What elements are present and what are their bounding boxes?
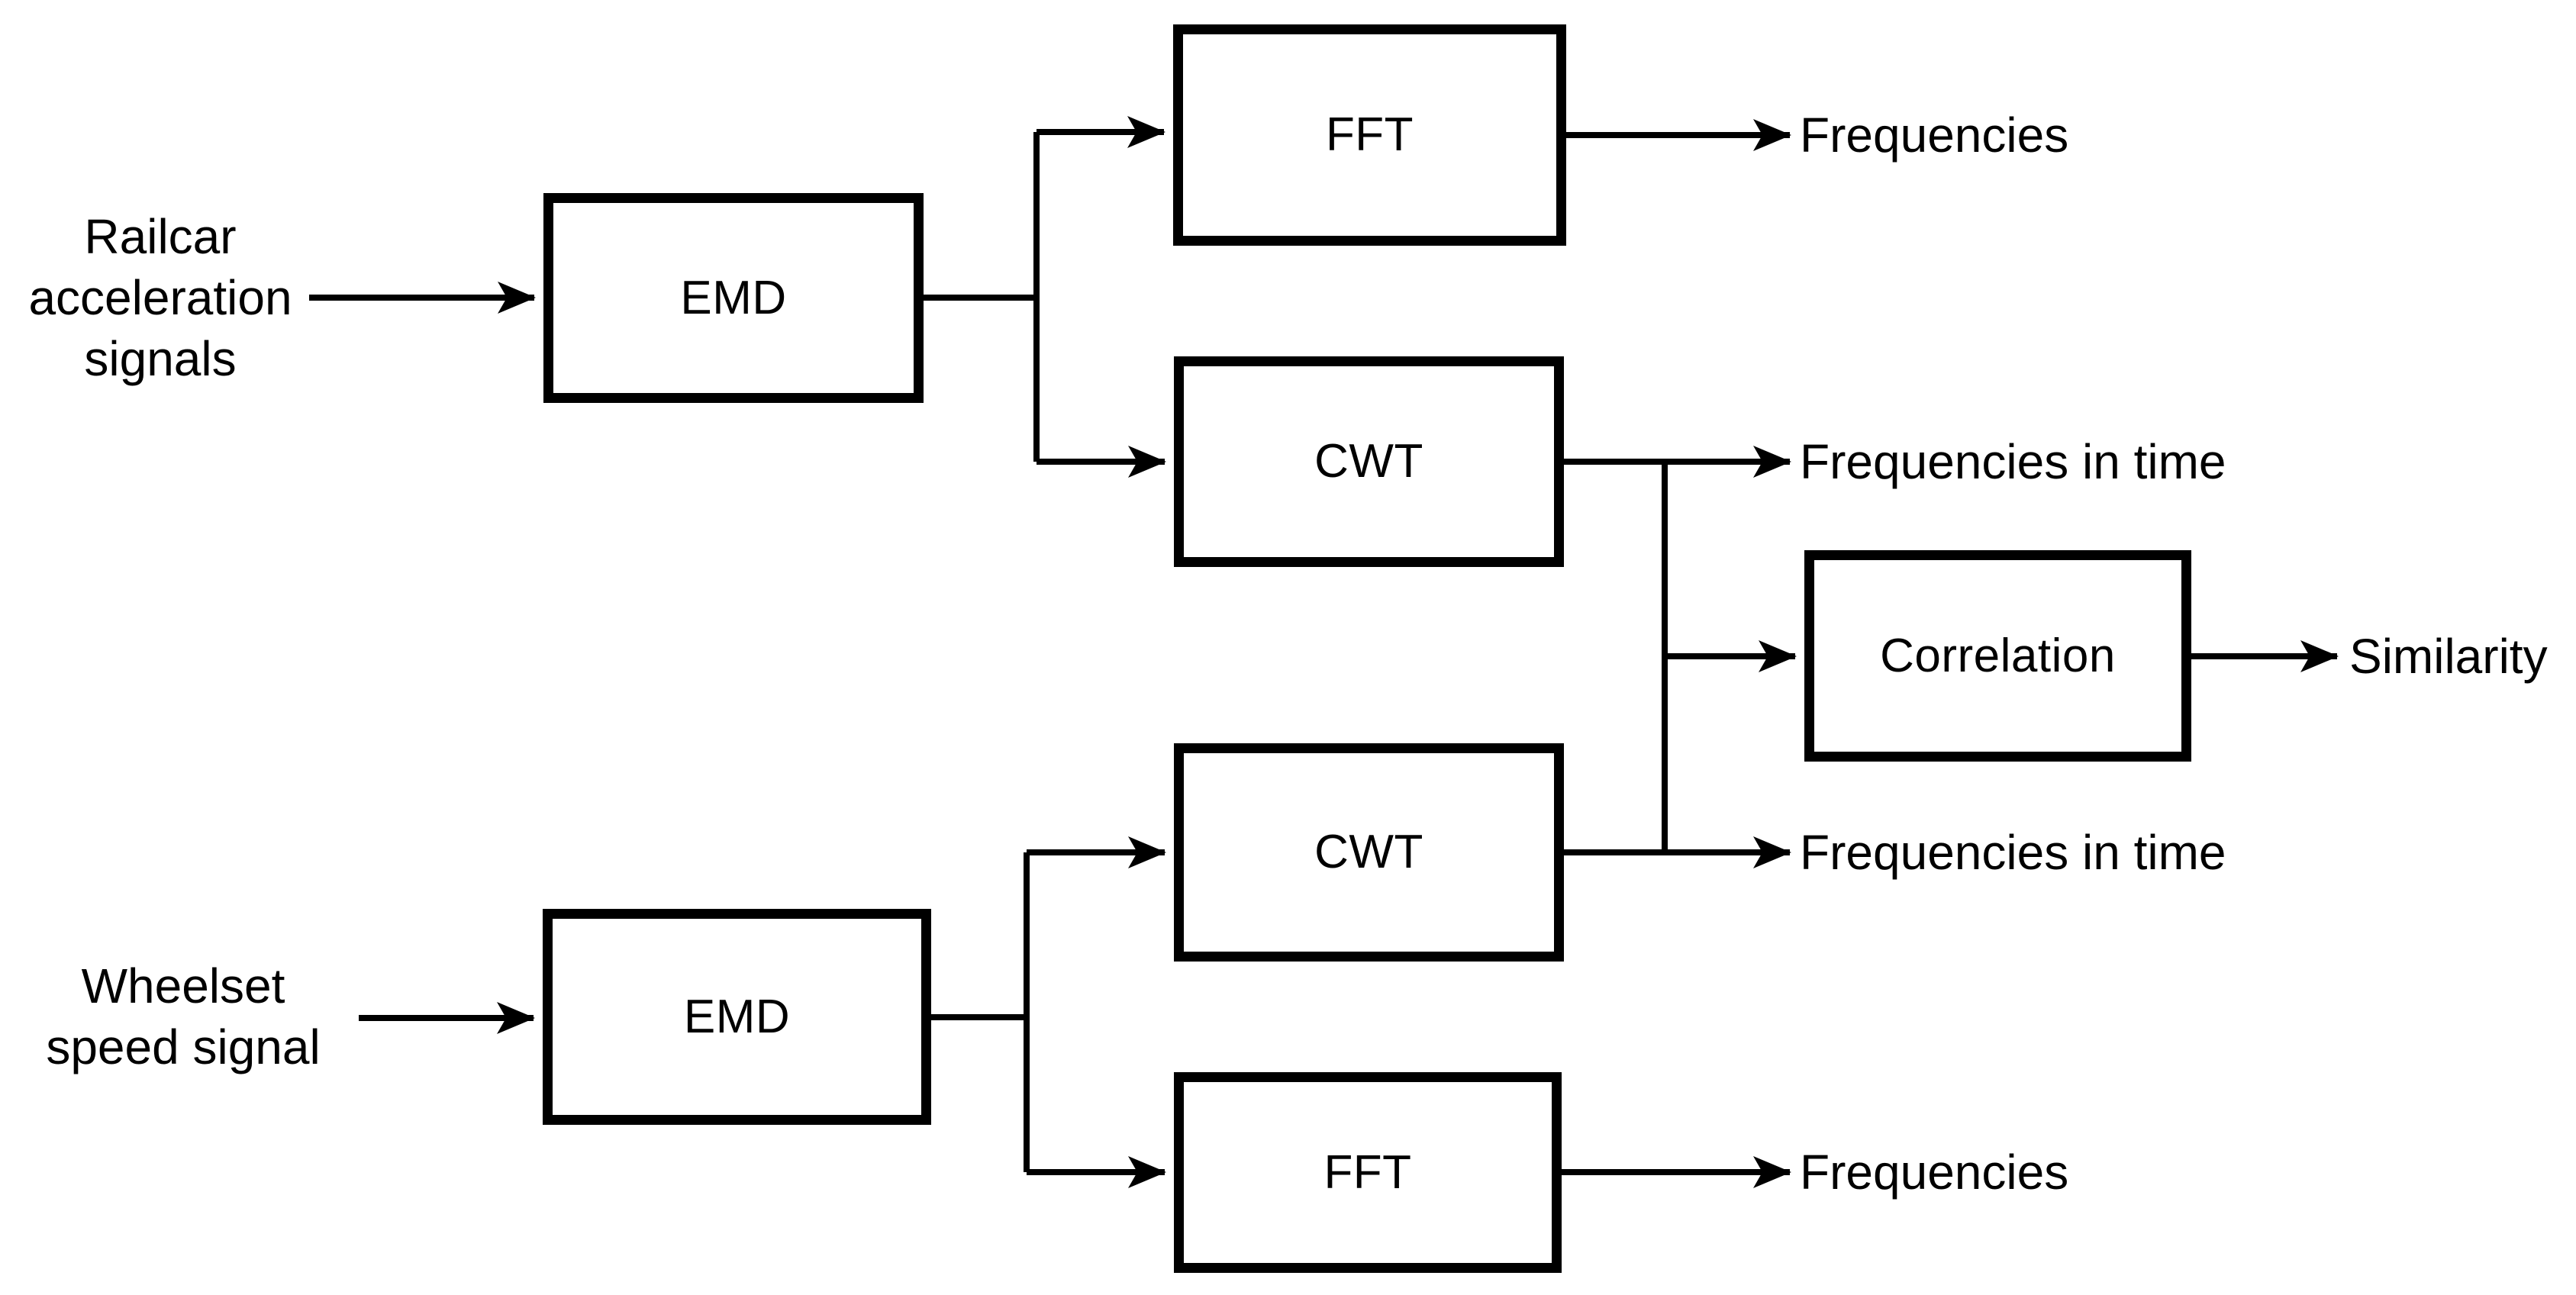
railcar-input-label: Railcar acceleration signals [28,209,292,386]
cwt-bottom-box: CWT [1174,743,1564,962]
frequencies-bottom-label: Frequencies [1800,1145,2069,1200]
correlation-label: Correlation [1880,629,2116,682]
emd-bottom-label: EMD [683,990,791,1043]
cwt-top-label: CWT [1314,435,1423,488]
emd-bottom-box: EMD [543,909,931,1125]
cwt-bottom-label: CWT [1314,826,1423,878]
similarity-label: Similarity [2349,629,2548,684]
fft-top-box: FFT [1173,24,1566,246]
emd-top-label: EMD [680,271,787,324]
cwt-top-box: CWT [1174,356,1564,567]
frequencies-in-time-bottom-label: Frequencies in time [1800,825,2226,880]
correlation-box: Correlation [1804,550,2191,762]
frequencies-in-time-top-label: Frequencies in time [1800,434,2226,489]
fft-top-label: FFT [1325,108,1414,161]
emd-top-box: EMD [543,193,924,403]
fft-bottom-label: FFT [1323,1145,1412,1199]
wheelset-input-label: Wheelset speed signal [46,958,321,1074]
fft-bottom-box: FFT [1174,1072,1562,1273]
frequencies-top-label: Frequencies [1800,108,2069,163]
